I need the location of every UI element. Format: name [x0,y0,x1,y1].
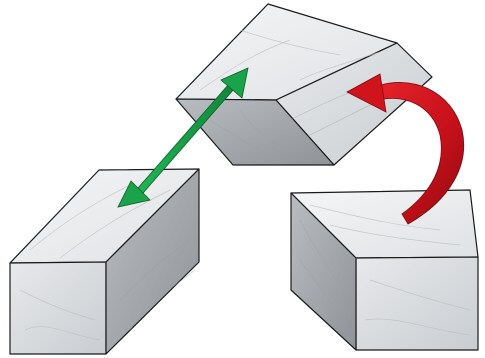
right-block-front-face [356,257,478,350]
left-block [10,169,199,354]
left-block-front-face [10,262,106,354]
right-block [291,190,478,350]
